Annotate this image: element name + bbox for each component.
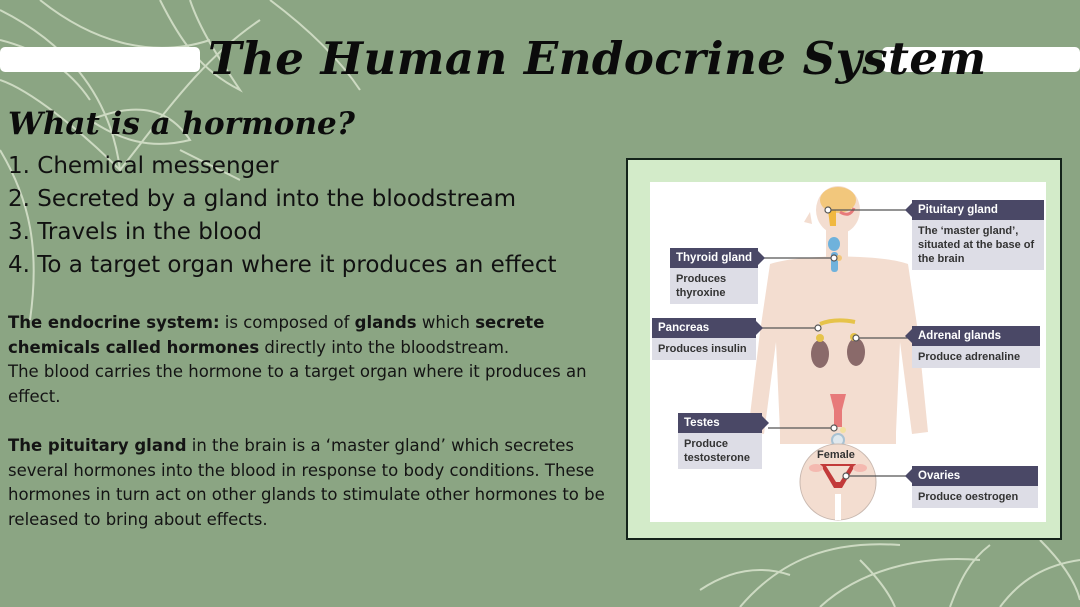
label-heading: Pituitary gland xyxy=(905,200,1044,220)
endocrine-diagram: Female Pituitary gland The ‘master gland… xyxy=(650,182,1046,522)
label-heading: Testes xyxy=(678,413,769,433)
label-description: Produce adrenaline xyxy=(912,346,1040,368)
pituitary-paragraph: The pituitary gland in the brain is a ‘m… xyxy=(8,434,618,532)
page-title: The Human Endocrine System xyxy=(208,32,987,85)
text: in the brain is a ‘master gland’ which s… xyxy=(8,436,605,529)
section-heading: What is a hormone? xyxy=(8,106,355,142)
text: which xyxy=(416,313,476,332)
label-description: Produces thyroxine xyxy=(670,268,758,304)
list-item: 4. To a target organ where it produces a… xyxy=(8,252,557,278)
label-heading: Ovaries xyxy=(905,466,1038,486)
hormone-definition-list: 1. Chemical messenger 2. Secreted by a g… xyxy=(8,150,557,282)
label-pituitary-gland: Pituitary gland The ‘master gland’, situ… xyxy=(905,200,1044,270)
endocrine-diagram-frame: Female Pituitary gland The ‘master gland… xyxy=(626,158,1062,540)
label-description: The ‘master gland’, situated at the base… xyxy=(912,220,1044,270)
bold-term: The endocrine system: xyxy=(8,313,220,332)
label-ovaries: Ovaries Produce oestrogen xyxy=(905,466,1038,508)
endocrine-system-paragraph: The endocrine system: is composed of gla… xyxy=(8,311,618,409)
label-description: Produce testosterone xyxy=(678,433,762,469)
decorative-bar-right xyxy=(882,47,1080,72)
female-inset-label: Female xyxy=(817,449,855,461)
label-testes: Testes Produce testosterone xyxy=(678,413,769,469)
label-thyroid-gland: Thyroid gland Produces thyroxine xyxy=(670,248,765,304)
bold-term: The pituitary gland xyxy=(8,436,187,455)
bold-term: secrete chemicals called hormones xyxy=(8,313,545,357)
human-body-illustration xyxy=(748,186,928,521)
list-item: 1. Chemical messenger xyxy=(8,153,279,179)
decorative-bar-left xyxy=(0,47,200,72)
label-description: Produce oestrogen xyxy=(912,486,1038,508)
label-description: Produces insulin xyxy=(652,338,756,360)
label-heading: Adrenal glands xyxy=(905,326,1040,346)
label-heading: Thyroid gland xyxy=(670,248,765,268)
text: is composed of xyxy=(219,313,355,332)
list-item: 3. Travels in the blood xyxy=(8,219,262,245)
label-heading: Pancreas xyxy=(652,318,763,338)
label-adrenal-glands: Adrenal glands Produce adrenaline xyxy=(905,326,1040,368)
bold-term: glands xyxy=(354,313,417,332)
list-item: 2. Secreted by a gland into the bloodstr… xyxy=(8,186,517,212)
text: The blood carries the hormone to a targe… xyxy=(8,362,587,406)
label-pancreas: Pancreas Produces insulin xyxy=(652,318,763,360)
text: directly into the bloodstream. xyxy=(259,337,510,357)
